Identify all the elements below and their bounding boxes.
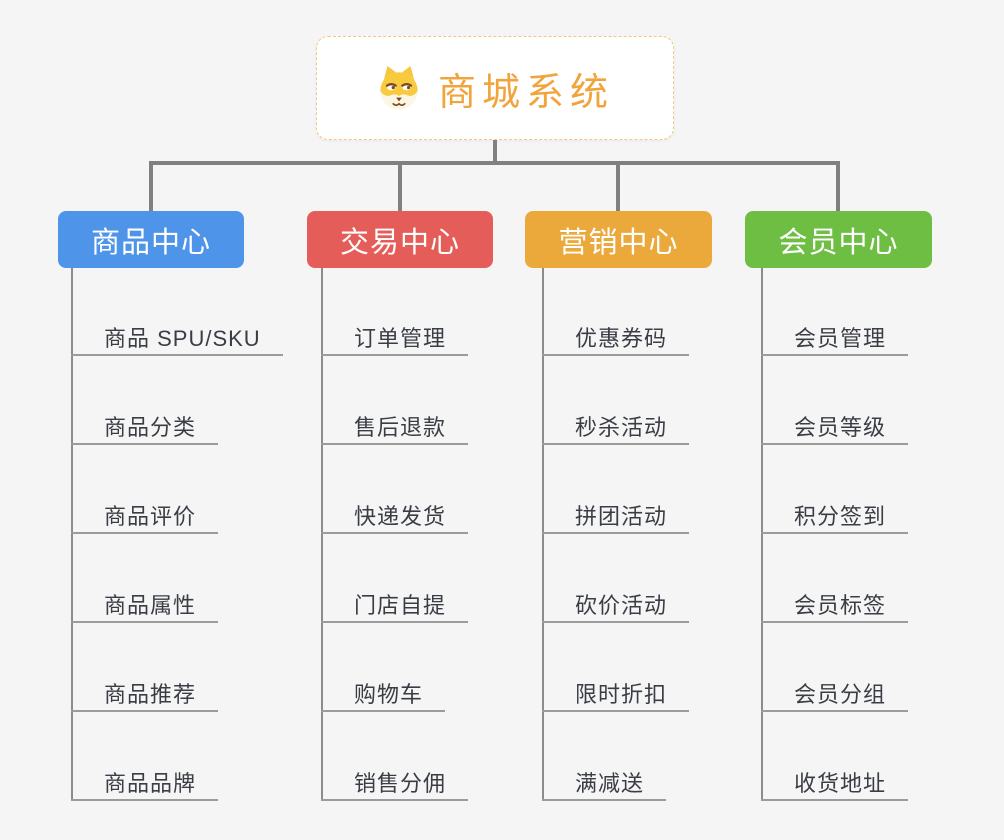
child-node[interactable]: 商品品牌 [71,769,219,801]
child-node[interactable]: 砍价活动 [542,591,690,623]
connector-root-stem [493,140,497,163]
child-node[interactable]: 会员标签 [761,591,909,623]
root-node[interactable]: 商城系统 [316,36,674,140]
child-node[interactable]: 积分签到 [761,502,909,534]
connector-horizontal-bar [149,161,840,165]
child-node[interactable]: 售后退款 [321,413,469,445]
connector-drop-trade [398,161,402,211]
branch-node-marketing-center[interactable]: 营销中心 [525,211,712,268]
branch-node-member-center[interactable]: 会员中心 [745,211,932,268]
connector-drop-members [836,161,840,211]
child-node[interactable]: 优惠券码 [542,324,690,356]
branch-node-trade-center[interactable]: 交易中心 [307,211,493,268]
child-node[interactable]: 购物车 [321,680,446,712]
connector-drop-marketing [616,161,620,211]
child-node[interactable]: 收货地址 [761,769,909,801]
child-node[interactable]: 销售分佣 [321,769,469,801]
child-node[interactable]: 门店自提 [321,591,469,623]
child-node[interactable]: 秒杀活动 [542,413,690,445]
child-node[interactable]: 会员等级 [761,413,909,445]
child-node[interactable]: 商品属性 [71,591,219,623]
child-node[interactable]: 商品评价 [71,502,219,534]
branch-node-product-center[interactable]: 商品中心 [58,211,244,268]
child-node[interactable]: 商品 SPU/SKU [71,324,283,356]
child-node[interactable]: 商品分类 [71,413,219,445]
child-node[interactable]: 会员分组 [761,680,909,712]
child-node[interactable]: 商品推荐 [71,680,219,712]
child-node[interactable]: 订单管理 [321,324,469,356]
child-node[interactable]: 满减送 [542,769,667,801]
child-node[interactable]: 快递发货 [321,502,469,534]
child-node[interactable]: 会员管理 [761,324,909,356]
dog-face-icon [380,65,418,110]
connector-drop-products [149,161,153,211]
child-node[interactable]: 限时折扣 [542,680,690,712]
root-title: 商城系统 [437,71,614,114]
child-node[interactable]: 拼团活动 [542,502,690,534]
